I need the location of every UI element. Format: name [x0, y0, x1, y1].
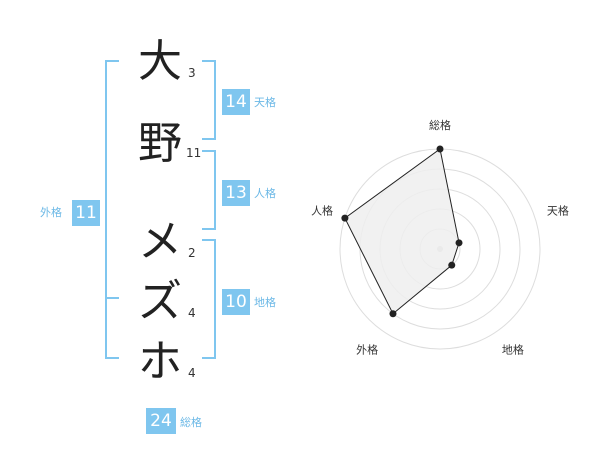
- tenkaku-label: 天格: [254, 96, 276, 109]
- chikaku-label: 地格: [254, 296, 276, 309]
- chikaku-bracket-top: [202, 239, 216, 241]
- chikaku-bracket-bottom: [202, 357, 216, 359]
- radar-point-0: [436, 145, 444, 153]
- stroke-count-3: 2: [188, 246, 196, 260]
- name-char-2: 野: [138, 118, 182, 169]
- stroke-count-5: 4: [188, 366, 196, 380]
- radar-point-3: [389, 310, 397, 318]
- radar-axis-label-3: 外格: [356, 342, 378, 356]
- radar-axis-label-0: 総格: [429, 118, 451, 132]
- jinkaku-bracket-vertical: [214, 150, 216, 230]
- soukaku-badge: 24: [146, 408, 176, 434]
- gaikaku-bracket-mid: [105, 297, 119, 299]
- chikaku-bracket-vertical: [214, 239, 216, 359]
- radar-point-1: [455, 239, 463, 247]
- jinkaku-badge: 13: [222, 180, 250, 206]
- chikaku-badge: 10: [222, 289, 250, 315]
- gaikaku-bracket-bottom: [105, 357, 119, 359]
- gaikaku-label: 外格: [40, 206, 62, 219]
- radar-axis-label-4: 人格: [311, 204, 333, 218]
- gaikaku-bracket-top: [105, 60, 119, 62]
- gaikaku-bracket-vertical: [105, 60, 107, 359]
- stroke-count-2: 11: [186, 146, 202, 160]
- gaikaku-badge: 11: [72, 200, 100, 226]
- radar-point-2: [448, 261, 456, 269]
- name-char-1: 大: [138, 36, 182, 87]
- stroke-count-1: 3: [188, 66, 196, 80]
- jinkaku-bracket-bottom: [202, 228, 216, 230]
- radar-axis-label-1: 天格: [547, 204, 569, 218]
- soukaku-label: 総格: [180, 416, 202, 429]
- jinkaku-label: 人格: [254, 187, 276, 200]
- radar-series-polygon: [344, 148, 460, 315]
- name-char-4: ズ: [138, 276, 182, 327]
- jinkaku-bracket-top: [202, 150, 216, 152]
- stroke-count-4: 4: [188, 306, 196, 320]
- tenkaku-bracket-bottom: [202, 138, 216, 140]
- radar-point-4: [341, 214, 349, 222]
- name-char-5: ホ: [138, 336, 182, 387]
- radar-axis-label-2: 地格: [502, 342, 524, 356]
- tenkaku-bracket-top: [202, 60, 216, 62]
- tenkaku-badge: 14: [222, 89, 250, 115]
- name-char-3: メ: [138, 216, 182, 267]
- tenkaku-bracket-vertical: [214, 60, 216, 140]
